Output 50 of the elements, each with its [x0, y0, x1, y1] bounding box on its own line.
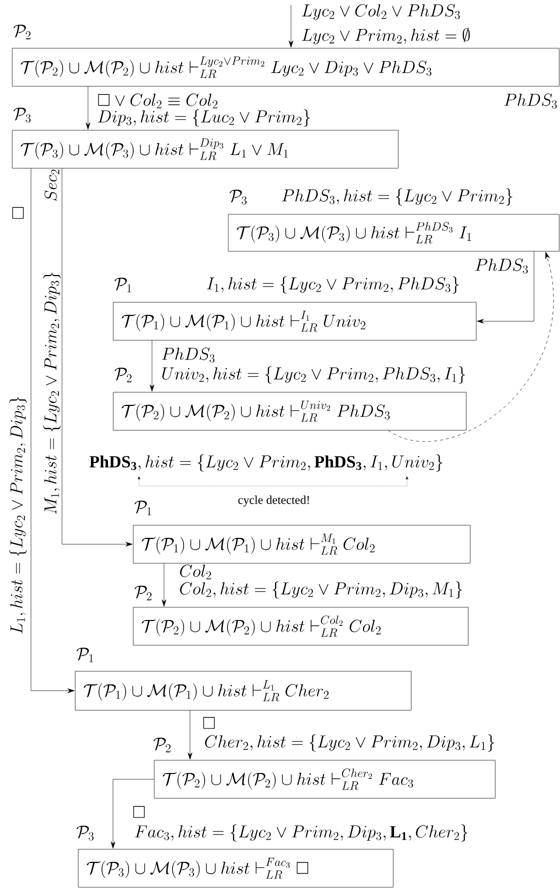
proof-box: $\mathcal{T}(\mathcal{P}_2) \cup \mathcal{M}(\mathcal{P}_2) \cup hist \vdash_{LR}^{Col_2} Col_2$: [133, 607, 468, 646]
edge-label: $Univ_2, hist = \{Lyc_2 \vee Prim_2, PhDS_3, I_1\}$: [162, 366, 465, 384]
party-label: $\mathcal{P}_3$: [230, 190, 247, 204]
arrow: [110, 779, 154, 849]
formula-label: $PhDS_3, hist = \{Lyc_2 \vee Prim_2\}$: [282, 188, 512, 206]
edge-label: $Lyc_2 \vee Prim_2, hist = \emptyset$: [302, 27, 470, 44]
party-label: $\mathcal{P}_2$: [114, 368, 132, 382]
party-label: $\mathcal{P}_1$: [134, 500, 152, 516]
arrow: [188, 710, 192, 760]
arrow: [288, 4, 294, 48]
proof-box: $\mathcal{T}(\mathcal{P}_1) \cup \mathcal{M}(\mathcal{P}_1) \cup hist \vdash_{LR}^{L_1} Cher_2$: [75, 671, 412, 710]
party-label: $\mathcal{P}_2$: [134, 586, 152, 600]
proof-box: $\mathcal{T}(\mathcal{P}_3) \cup \mathcal{M}(\mathcal{P}_3) \cup hist \vdash_{LR}^{PhDS_3} I_1$: [228, 214, 560, 252]
formula-label: $\mathbf{PhDS_3}, hist = \{Lyc_2 \vee Prim_2, \mathbf{PhDS_3}, I_1, Univ_2\}$: [90, 454, 442, 472]
formula-label: $Lyc_2 \vee Col_2 \vee PhDS_3$: [302, 4, 460, 20]
arrow: [30, 168, 75, 693]
party-label: $\mathcal{P}_2$: [14, 24, 30, 40]
edge-label: $Dip_3, hist = \{Luc_2 \vee Prim_2\}$: [98, 109, 310, 127]
arrow: [62, 168, 133, 546]
formula-label: $Sec_2$: [44, 170, 60, 201]
arrow: [388, 252, 554, 442]
arrow: [476, 251, 534, 324]
edge-label: $Col_2, hist = \{Lyc_2 \vee Prim_2, Dip_3, M_1\}$: [180, 581, 462, 599]
formula-label: $Col_2$: [180, 564, 211, 580]
note-text: cycle detected!: [238, 496, 309, 506]
proof-box: $\mathcal{T}(\mathcal{P}_2) \cup \mathcal{M}(\mathcal{P}_2) \cup hist \vdash_{LR}^{Lyc_2 \vee Prim_2} Lyc_2 \vee Dip_3 \vee PhDS_3$: [12, 48, 560, 86]
formula-label: $\Box$: [12, 207, 24, 219]
edge-label: $M_1, hist = \{Lyc_2 \vee Prim_2, Dip_3\}$: [43, 272, 61, 514]
party-label: $\mathcal{P}_1$: [76, 648, 94, 662]
proof-box: $\mathcal{T}(\mathcal{P}_3) \cup \mathcal{M}(\mathcal{P}_3) \cup hist \vdash_{LR}^{Dip_3} L_1 \vee M_1$: [12, 130, 398, 168]
edge-label: $L_1, hist = \{Lyc_2 \vee Prim_2, Dip_3\}$: [9, 396, 27, 634]
formula-label: $\Box \vee Col_2 \equiv Col_2$: [98, 94, 218, 108]
proof-box: $\mathcal{T}(\mathcal{P}_1) \cup \mathcal{M}(\mathcal{P}_1) \cup hist \vdash_{LR}^{I_1} Univ_2$: [113, 302, 476, 340]
edge-label: $I_1, hist = \{Lyc_2 \vee Prim_2, PhDS_3\}$: [206, 276, 459, 294]
formula-label: $\Box$: [133, 806, 145, 818]
edge-label: $Cher_2, hist = \{Lyc_2 \vee Prim_2, Dip_3, L_1\}$: [205, 734, 494, 752]
proof-box: $\mathcal{T}(\mathcal{P}_2) \cup \mathcal{M}(\mathcal{P}_2) \cup hist \vdash_{LR}^{Univ_2} PhDS_3$: [113, 392, 466, 430]
arrow: [162, 563, 166, 607]
party-label: $\mathcal{P}_3$: [14, 108, 31, 122]
party-label: $\mathcal{P}_3$: [76, 826, 94, 840]
formula-label: $PhDS_3$: [475, 258, 528, 274]
formula-label: $PhDS_3$: [162, 348, 214, 363]
proof-box: $\mathcal{T}(\mathcal{P}_1) \cup \mathcal{M}(\mathcal{P}_1) \cup hist \vdash_{LR}^{M_1} Col_2$: [133, 525, 470, 564]
arrow: [150, 340, 154, 392]
proof-box: $\mathcal{T}(\mathcal{P}_2) \cup \mathcal{M}(\mathcal{P}_2) \cup hist \vdash_{LR}^{Cher_2} Fac_3$: [154, 760, 496, 798]
proof-box: $\mathcal{T}(\mathcal{P}_3) \cup \mathcal{M}(\mathcal{P}_3) \cup hist \vdash_{LR}^{Fac_3} \Box$: [78, 849, 394, 888]
arrow: [86, 86, 90, 130]
party-label: $\mathcal{P}_2$: [154, 738, 170, 752]
edge-label: $Fac_3, hist = \{Lyc_2 \vee Prim_2, Dip_3, \mathbf{L_1}, Cher_2\}$: [135, 824, 468, 842]
party-label: $\mathcal{P}_1$: [114, 278, 132, 292]
